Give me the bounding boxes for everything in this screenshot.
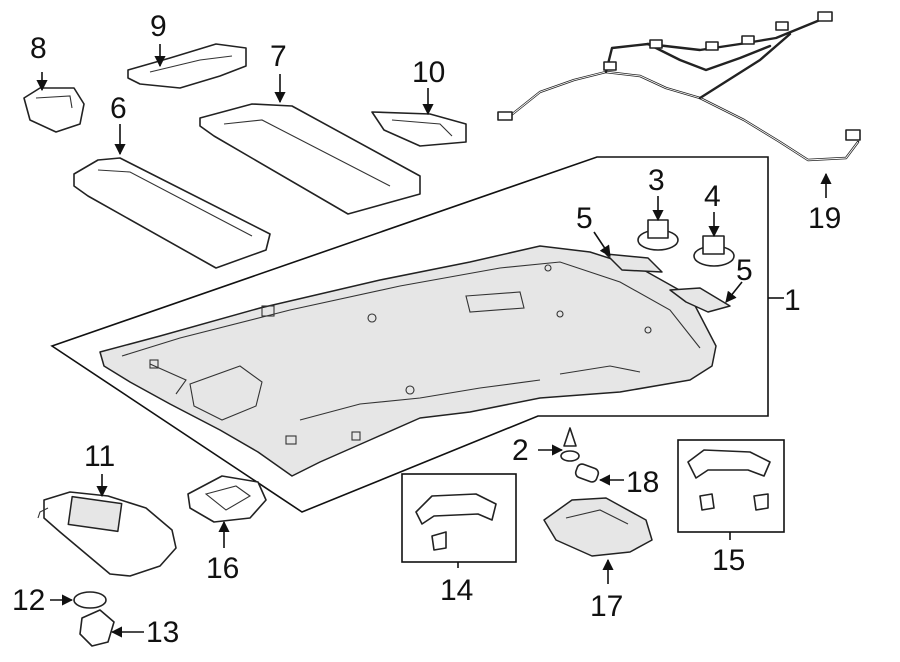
callout-7: 7: [270, 40, 287, 73]
lamp-housing-16[interactable]: [187, 475, 267, 523]
grip-kit-15-frame: [677, 439, 785, 533]
wiring-harness-19[interactable]: [497, 11, 861, 162]
assist-grip-15[interactable]: [687, 449, 771, 511]
callout-2: 2: [512, 434, 529, 467]
sun-visor-11[interactable]: [37, 491, 177, 577]
callout-5-lower: 5: [736, 254, 753, 287]
callout-12: 12: [12, 584, 45, 617]
callout-16: 16: [206, 552, 239, 585]
pad-10[interactable]: [371, 111, 467, 147]
callout-1: 1: [784, 284, 801, 317]
bulb-18[interactable]: [574, 463, 600, 484]
assist-grip-14[interactable]: [415, 493, 497, 551]
callout-6: 6: [110, 92, 127, 125]
callout-15: 15: [712, 544, 745, 577]
clip-2[interactable]: [560, 427, 580, 462]
cap-12[interactable]: [73, 591, 107, 609]
callout-19: 19: [808, 202, 841, 235]
callout-10: 10: [412, 56, 445, 89]
visor-holder-13[interactable]: [79, 609, 115, 647]
callout-9: 9: [150, 10, 167, 43]
bracket-9[interactable]: [127, 43, 247, 89]
callout-17: 17: [590, 590, 623, 623]
callout-13: 13: [146, 616, 179, 649]
clip-3[interactable]: [637, 219, 679, 251]
callout-8: 8: [30, 32, 47, 65]
callout-3: 3: [648, 164, 665, 197]
clip-4[interactable]: [693, 235, 735, 267]
headliner-panel[interactable]: [99, 245, 717, 477]
pad-5-upper[interactable]: [605, 253, 663, 273]
pad-5-lower[interactable]: [669, 287, 731, 313]
callout-4: 4: [704, 180, 721, 213]
map-lamp-17[interactable]: [543, 497, 653, 557]
headliner-assembly-frame: [50, 156, 769, 513]
cover-8[interactable]: [23, 87, 85, 133]
panel-6[interactable]: [73, 157, 271, 269]
callout-5-upper: 5: [576, 202, 593, 235]
callout-11: 11: [84, 440, 115, 473]
callout-18: 18: [626, 466, 659, 499]
callout-14: 14: [440, 574, 473, 607]
panel-7[interactable]: [199, 103, 421, 215]
grip-kit-14-frame: [401, 473, 517, 563]
